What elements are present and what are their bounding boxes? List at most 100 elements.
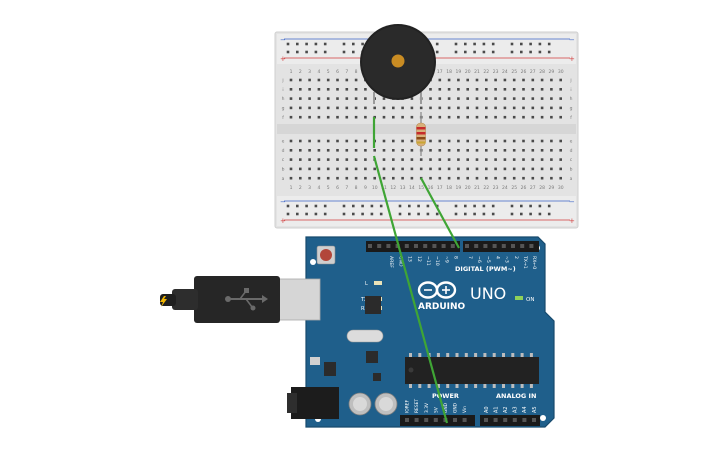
terminal-hole[interactable] bbox=[373, 149, 376, 152]
rail-hole[interactable] bbox=[314, 204, 318, 208]
rail-hole[interactable] bbox=[323, 204, 327, 208]
terminal-hole[interactable] bbox=[457, 149, 460, 152]
rail-hole[interactable] bbox=[352, 50, 355, 54]
terminal-hole[interactable] bbox=[345, 149, 349, 152]
terminal-hole[interactable] bbox=[345, 106, 349, 110]
terminal-hole[interactable] bbox=[326, 167, 330, 171]
terminal-hole[interactable] bbox=[392, 106, 395, 110]
rail-hole[interactable] bbox=[491, 212, 495, 216]
terminal-hole[interactable] bbox=[429, 97, 432, 100]
header-pin[interactable] bbox=[386, 244, 391, 248]
wire-to-pin-8[interactable] bbox=[420, 177, 460, 249]
terminal-hole[interactable] bbox=[522, 167, 525, 171]
terminal-hole[interactable] bbox=[503, 158, 507, 161]
terminal-hole[interactable] bbox=[438, 158, 442, 161]
reset-button[interactable] bbox=[316, 245, 336, 265]
terminal-hole[interactable] bbox=[559, 88, 562, 91]
rail-hole[interactable] bbox=[342, 50, 346, 54]
resistor[interactable] bbox=[416, 112, 426, 156]
terminal-hole[interactable] bbox=[326, 115, 330, 119]
terminal-hole[interactable] bbox=[531, 106, 535, 110]
rail-hole[interactable] bbox=[491, 204, 495, 208]
terminal-hole[interactable] bbox=[364, 106, 367, 110]
terminal-hole[interactable] bbox=[354, 97, 358, 100]
rail-hole[interactable] bbox=[296, 204, 299, 208]
terminal-hole[interactable] bbox=[550, 149, 553, 152]
rail-hole[interactable] bbox=[482, 204, 486, 208]
header-pin[interactable] bbox=[501, 244, 506, 248]
terminal-hole[interactable] bbox=[336, 158, 339, 161]
terminal-hole[interactable] bbox=[326, 97, 330, 100]
terminal-hole[interactable] bbox=[429, 106, 432, 110]
terminal-hole[interactable] bbox=[308, 106, 311, 110]
terminal-hole[interactable] bbox=[410, 139, 414, 143]
terminal-hole[interactable] bbox=[559, 139, 562, 143]
terminal-hole[interactable] bbox=[308, 78, 311, 82]
rail-hole[interactable] bbox=[529, 212, 532, 216]
terminal-hole[interactable] bbox=[317, 106, 321, 110]
terminal-hole[interactable] bbox=[336, 97, 339, 100]
terminal-hole[interactable] bbox=[540, 88, 544, 91]
rail-hole[interactable] bbox=[417, 204, 420, 208]
rail-hole[interactable] bbox=[454, 50, 458, 54]
terminal-hole[interactable] bbox=[429, 167, 432, 171]
terminal-hole[interactable] bbox=[522, 106, 525, 110]
piezo-buzzer[interactable] bbox=[360, 24, 436, 104]
terminal-hole[interactable] bbox=[382, 106, 386, 110]
terminal-hole[interactable] bbox=[401, 139, 404, 143]
terminal-hole[interactable] bbox=[512, 97, 516, 100]
terminal-hole[interactable] bbox=[559, 158, 562, 161]
terminal-hole[interactable] bbox=[392, 139, 395, 143]
terminal-hole[interactable] bbox=[457, 176, 460, 180]
rail-hole[interactable] bbox=[361, 42, 364, 46]
rail-hole[interactable] bbox=[342, 212, 346, 216]
rail-hole[interactable] bbox=[408, 204, 411, 208]
rail-hole[interactable] bbox=[286, 204, 290, 208]
terminal-hole[interactable] bbox=[382, 167, 386, 171]
analog-pin-holes[interactable] bbox=[484, 418, 536, 422]
header-pin[interactable] bbox=[377, 244, 382, 248]
terminal-hole[interactable] bbox=[410, 106, 414, 110]
rail-hole[interactable] bbox=[361, 204, 364, 208]
header-pin[interactable] bbox=[424, 418, 429, 422]
terminal-hole[interactable] bbox=[354, 106, 358, 110]
terminal-hole[interactable] bbox=[289, 176, 293, 180]
terminal-hole[interactable] bbox=[382, 176, 386, 180]
terminal-hole[interactable] bbox=[336, 88, 339, 91]
terminal-hole[interactable] bbox=[289, 149, 293, 152]
rail-hole[interactable] bbox=[547, 50, 551, 54]
terminal-hole[interactable] bbox=[382, 139, 386, 143]
terminal-hole[interactable] bbox=[466, 97, 469, 100]
bottom-rail-holes[interactable] bbox=[286, 204, 551, 216]
terminal-hole[interactable] bbox=[485, 139, 488, 143]
terminal-hole[interactable] bbox=[299, 97, 302, 100]
rail-hole[interactable] bbox=[538, 212, 542, 216]
header-pin[interactable] bbox=[511, 244, 515, 248]
rail-hole[interactable] bbox=[286, 212, 290, 216]
terminal-hole[interactable] bbox=[447, 88, 451, 91]
terminal-hole[interactable] bbox=[512, 78, 516, 82]
header-pin[interactable] bbox=[503, 418, 508, 422]
header-pin[interactable] bbox=[484, 418, 488, 422]
terminal-hole[interactable] bbox=[364, 115, 367, 119]
terminal-hole[interactable] bbox=[373, 167, 376, 171]
terminal-hole[interactable] bbox=[540, 106, 544, 110]
terminal-hole[interactable] bbox=[512, 167, 516, 171]
terminal-hole[interactable] bbox=[401, 106, 404, 110]
terminal-hole[interactable] bbox=[336, 106, 339, 110]
terminal-hole[interactable] bbox=[354, 176, 358, 180]
terminal-hole[interactable] bbox=[289, 167, 293, 171]
rail-hole[interactable] bbox=[398, 204, 402, 208]
terminal-hole[interactable] bbox=[466, 88, 469, 91]
header-pin[interactable] bbox=[368, 244, 372, 248]
rail-hole[interactable] bbox=[379, 212, 383, 216]
rail-hole[interactable] bbox=[491, 50, 495, 54]
terminal-hole[interactable] bbox=[299, 158, 302, 161]
terminal-hole[interactable] bbox=[336, 167, 339, 171]
terminal-hole[interactable] bbox=[308, 97, 311, 100]
terminal-hole[interactable] bbox=[354, 88, 358, 91]
terminal-hole[interactable] bbox=[485, 97, 488, 100]
terminal-hole[interactable] bbox=[531, 115, 535, 119]
terminal-hole[interactable] bbox=[382, 158, 386, 161]
rail-hole[interactable] bbox=[352, 42, 355, 46]
